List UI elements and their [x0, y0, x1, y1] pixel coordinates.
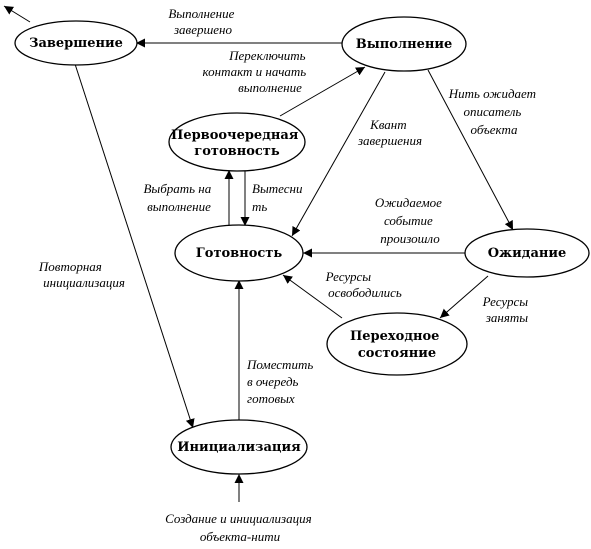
label-preempt-line-2: ть [252, 199, 267, 214]
label-transition-to-ready: Ресурсы освободились [325, 269, 402, 300]
node-ready-label: Готовность [196, 246, 283, 261]
node-terminated-shape [14, 20, 138, 66]
label-reinit-line-1: Повторная [38, 259, 102, 274]
node-waiting-line: Ожидание [488, 246, 567, 261]
edge-labels: Выполнение завершено Переключить контакт… [38, 6, 540, 544]
node-initialized-label: Инициализация [177, 440, 301, 455]
label-quantum-end: Квант завершения [357, 117, 422, 148]
node-standby-line-1: Первоочередная [171, 128, 299, 143]
node-running-line: Выполнение [356, 37, 453, 52]
node-standby-shape [168, 112, 306, 172]
label-waiting-to-ready-line-2: событие [384, 213, 433, 228]
node-terminated-label: Завершение [29, 36, 123, 51]
node-initialized[interactable]: Инициализация [170, 419, 308, 475]
node-transition-line-1: Переходное [350, 329, 439, 344]
label-init-to-ready-line-3: готовых [247, 391, 295, 406]
node-ready-shape [174, 224, 304, 282]
label-preempt-line-1: Вытесни [252, 181, 303, 196]
edge-standby-to-running [279, 66, 366, 117]
edge-waiting-to-transition [439, 275, 489, 319]
label-running-to-terminated: Выполнение завершено [168, 6, 237, 37]
node-waiting-shape [464, 228, 590, 278]
edge-running-to-waiting [427, 69, 514, 231]
label-create-line-2: объекта-нити [200, 529, 281, 544]
label-init-to-ready-line-1: Поместить [246, 357, 313, 372]
label-quantum-end-line-1: Квант [369, 117, 407, 132]
label-preempt: Вытесни ть [252, 181, 306, 214]
nodes: Завершение Выполнение Первоочередная гот… [14, 16, 590, 475]
node-standby-line-2: готовность [194, 144, 280, 159]
label-waiting-to-ready: Ожидаемое событие произошло [375, 195, 445, 246]
node-initialized-shape [170, 419, 308, 475]
label-ready-to-standby-line-1: Выбрать на [143, 181, 211, 196]
node-transition[interactable]: Переходное состояние [326, 312, 468, 376]
node-running-shape [341, 16, 467, 72]
edges [3, 5, 514, 502]
edge-terminated-to-initialized [74, 63, 195, 429]
label-create-line-1: Создание и инициализация [165, 511, 312, 526]
node-transition-shape [326, 312, 468, 376]
label-running-to-terminated-line-1: Выполнение [168, 6, 234, 21]
node-terminated[interactable]: Завершение [14, 20, 138, 66]
label-running-to-waiting-line-2: описатель [463, 104, 521, 119]
edge-transition-to-ready [282, 274, 343, 319]
label-running-to-waiting-line-1: Нить ожидает [448, 86, 536, 101]
label-waiting-to-transition: Ресурсы заняты [482, 294, 532, 325]
label-init-to-ready-line-2: в очередь [247, 374, 299, 389]
node-terminated-line: Завершение [29, 36, 123, 51]
node-initialized-line: Инициализация [177, 440, 301, 455]
node-running[interactable]: Выполнение [341, 16, 467, 72]
node-transition-line-2: состояние [358, 346, 436, 361]
label-reinit: Повторная инициализация [38, 259, 125, 290]
label-waiting-to-ready-line-1: Ожидаемое [375, 195, 442, 210]
node-transition-label: Переходное состояние [350, 329, 444, 361]
label-init-to-ready: Поместить в очередь готовых [246, 357, 317, 406]
label-quantum-end-line-2: завершения [357, 133, 422, 148]
label-create: Создание и инициализация объекта-нити [165, 511, 315, 544]
node-standby[interactable]: Первоочередная готовность [168, 112, 306, 172]
label-running-to-waiting-line-3: объекта [470, 122, 518, 137]
label-transition-to-ready-line-2: освободились [328, 285, 402, 300]
label-transition-to-ready-line-1: Ресурсы [325, 269, 372, 284]
node-waiting[interactable]: Ожидание [464, 228, 590, 278]
edge-terminated-exit [3, 5, 31, 23]
label-waiting-to-transition-line-2: заняты [485, 310, 528, 325]
edge-running-to-ready [291, 71, 386, 237]
label-standby-to-running-line-3: выполнение [238, 80, 302, 95]
label-running-to-waiting: Нить ожидает описатель объекта [448, 86, 540, 137]
label-standby-to-running-line-2: контакт и начать [203, 64, 307, 79]
node-ready-line: Готовность [196, 246, 283, 261]
node-running-label: Выполнение [356, 37, 453, 52]
label-waiting-to-transition-line-1: Ресурсы [482, 294, 529, 309]
label-running-to-terminated-line-2: завершено [173, 22, 233, 37]
node-standby-label: Первоочередная готовность [171, 128, 303, 159]
label-waiting-to-ready-line-3: произошло [380, 231, 440, 246]
label-standby-to-running-line-1: Переключить [228, 48, 306, 63]
label-reinit-line-2: инициализация [43, 275, 125, 290]
node-ready[interactable]: Готовность [174, 224, 304, 282]
label-ready-to-standby: Выбрать на выполнение [143, 181, 214, 214]
label-standby-to-running: Переключить контакт и начать выполнение [203, 48, 310, 95]
label-ready-to-standby-line-2: выполнение [147, 199, 211, 214]
node-waiting-label: Ожидание [488, 246, 567, 261]
